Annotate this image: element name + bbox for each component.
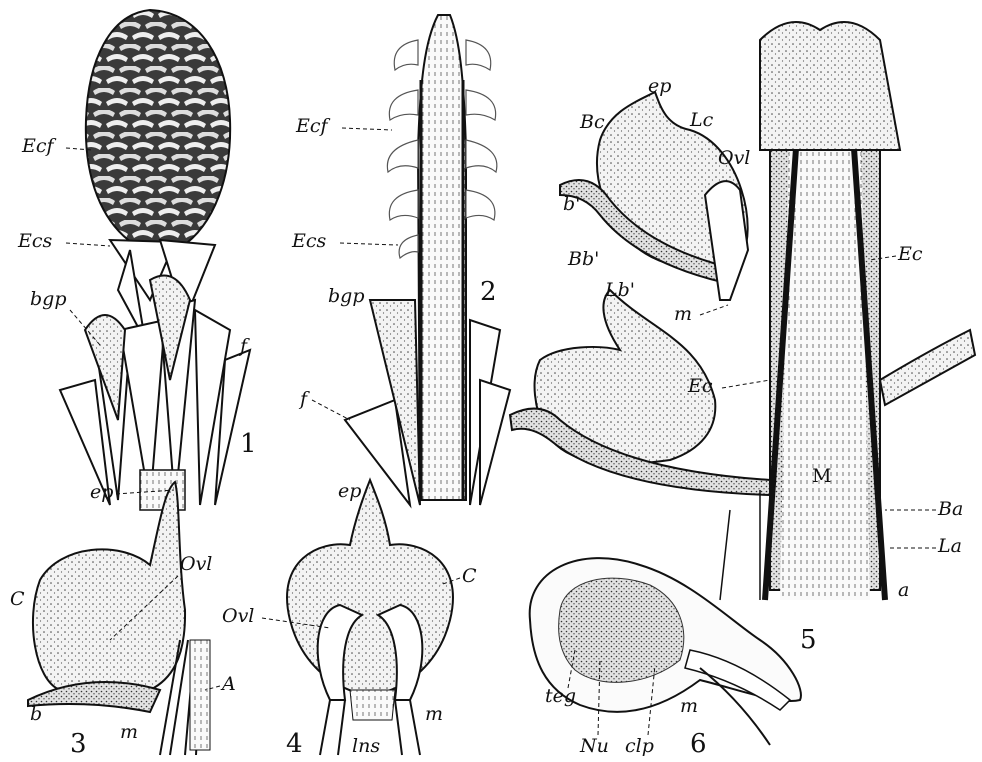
label-b-prime: b': [563, 193, 580, 215]
axis-fragment: [190, 640, 210, 750]
label-bb-prime: Bb': [567, 248, 599, 270]
scale-body: [33, 482, 185, 690]
label-ecf: Ecf: [21, 135, 57, 157]
label-ovl: Ovl: [718, 147, 750, 169]
label-m: m: [425, 703, 443, 725]
label-m: m: [120, 721, 138, 743]
section-scales-right: [466, 40, 497, 220]
cone-body: [86, 10, 230, 248]
label-c: C: [10, 588, 25, 610]
label-ecs: Ecs: [17, 230, 53, 252]
label-nu: Nu: [579, 735, 609, 757]
label-bgp: bgp: [30, 288, 67, 310]
label-teg: teg: [545, 685, 576, 707]
label-ovl: Ovl: [222, 605, 254, 627]
label-a: a: [898, 579, 909, 601]
label-m-lower: m: [674, 303, 692, 325]
bract: [28, 682, 160, 712]
label-ep: ep: [648, 75, 671, 97]
ligule: [350, 690, 395, 720]
label-ovl: Ovl: [180, 553, 212, 575]
label-m: m: [680, 695, 698, 717]
figure-4-scale: ep C Ovl m lns 4: [222, 480, 477, 759]
figure-number-2: 2: [480, 277, 497, 307]
cone-axis: [418, 15, 466, 500]
section-scales-left: [387, 40, 418, 258]
figure-3-scale: ep Ovl C b A m 3: [10, 481, 236, 759]
upper-ovule: [705, 181, 748, 300]
label-b: b: [30, 703, 42, 725]
figure-1-cone: Ecf Ecs bgp f 1: [17, 10, 257, 510]
label-ecf: Ecf: [295, 115, 331, 137]
label-lb-prime: Lb': [604, 279, 635, 301]
label-c: C: [462, 565, 477, 587]
label-ba: Ba: [937, 498, 963, 520]
label-clp: clp: [625, 735, 654, 757]
apex-bracts: [760, 22, 900, 150]
figure-2-section: Ecf Ecs bgp f 2: [291, 15, 510, 505]
label-bc: Bc: [579, 111, 605, 133]
figure-number-5: 5: [800, 625, 817, 655]
label-ec-right: Ec: [897, 243, 923, 265]
label-ec-left: Ec: [687, 375, 713, 397]
scale-face: [287, 480, 453, 695]
label-f: f: [298, 388, 310, 410]
side-shoot: [880, 330, 975, 405]
label-lc: Lc: [689, 109, 714, 131]
figure-number-3: 3: [70, 729, 87, 759]
label-a: A: [220, 673, 236, 695]
figure-number-4: 4: [286, 729, 303, 759]
label-ep: ep: [90, 481, 113, 503]
figure-number-1: 1: [240, 429, 257, 459]
label-la: La: [937, 535, 962, 557]
label-lns: lns: [352, 735, 380, 757]
label-m-upper: M: [812, 465, 831, 487]
label-bgp: bgp: [328, 285, 365, 307]
label-ecs: Ecs: [291, 230, 327, 252]
figure-number-6: 6: [690, 729, 707, 759]
label-ep: ep: [338, 480, 361, 502]
